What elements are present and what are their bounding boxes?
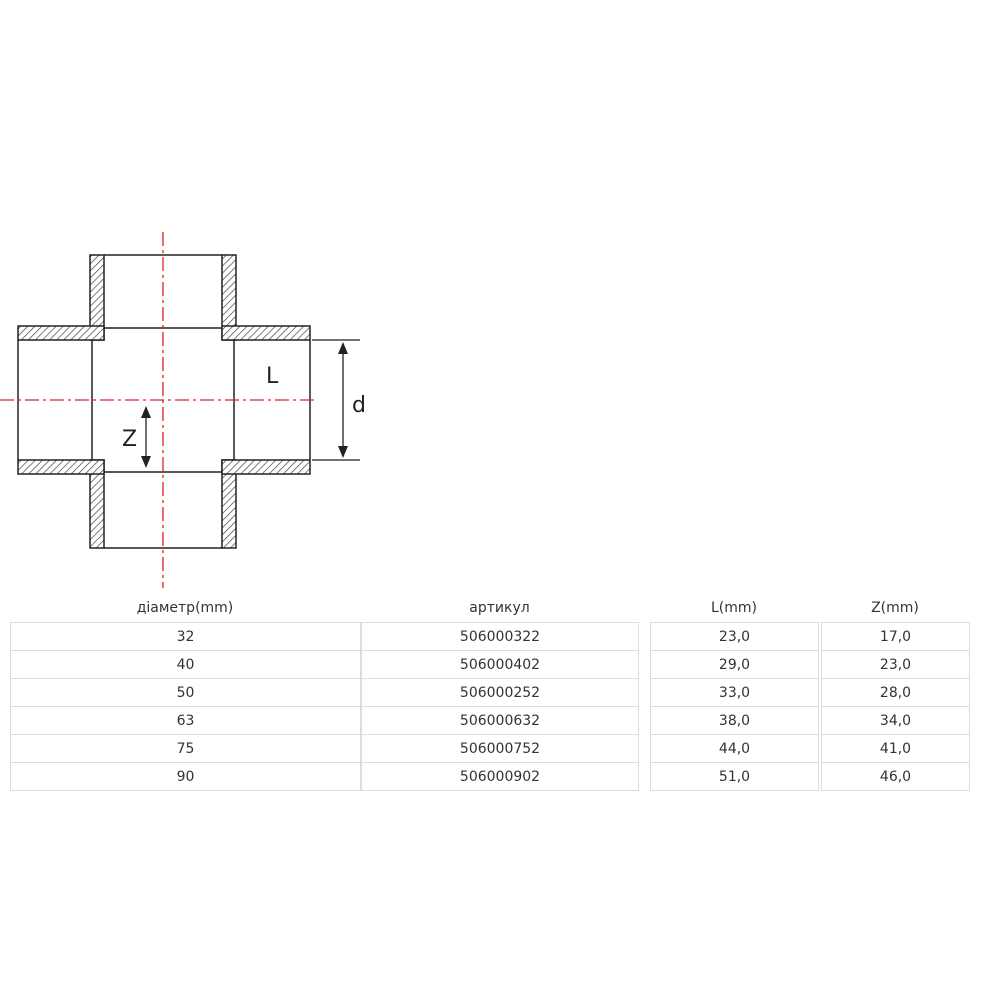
header-l: L(mm) (711, 600, 757, 616)
dimension-z (141, 406, 151, 468)
table-cell: 44,0 (651, 735, 819, 763)
column-article: 506000322 506000402 506000252 506000632 … (361, 622, 639, 791)
arrow-up-icon (338, 342, 348, 354)
table-cell: 29,0 (651, 651, 819, 679)
table-cell: 40 (11, 651, 361, 679)
table-cell: 50 (11, 679, 361, 707)
table-cell: 28,0 (822, 679, 970, 707)
left-branch-top-wall (17, 325, 105, 341)
column-diameter: 32 40 50 63 75 90 (10, 622, 361, 791)
table-cell: 46,0 (822, 763, 970, 791)
table-cell: 75 (11, 735, 361, 763)
centerlines (0, 232, 318, 588)
label-l: L (266, 364, 279, 389)
column-l: 23,0 29,0 33,0 38,0 44,0 51,0 (650, 622, 819, 791)
table-cell: 63 (11, 707, 361, 735)
right-branch-bottom-wall (221, 459, 311, 475)
label-z: Z (122, 427, 137, 452)
dimension-d (312, 339, 360, 461)
table-cell: 506000322 (362, 623, 639, 651)
column-z: 17,0 23,0 28,0 34,0 41,0 46,0 (821, 622, 970, 791)
right-branch-top-wall (221, 325, 311, 341)
label-d: d (352, 393, 366, 418)
header-z: Z(mm) (871, 600, 919, 616)
table-cell: 51,0 (651, 763, 819, 791)
fitting-inner-lines (17, 254, 311, 549)
table-cell: 506000752 (362, 735, 639, 763)
arrow-up-icon (141, 406, 151, 418)
left-branch-bottom-wall (17, 459, 105, 475)
table-cell: 32 (11, 623, 361, 651)
fitting-walls (17, 254, 311, 549)
table-cell: 506000402 (362, 651, 639, 679)
table-cell: 506000252 (362, 679, 639, 707)
table-cell: 506000902 (362, 763, 639, 791)
table-cell: 23,0 (822, 651, 970, 679)
table-cell: 41,0 (822, 735, 970, 763)
header-article: артикул (469, 600, 530, 616)
table-cell: 17,0 (822, 623, 970, 651)
table-cell: 506000632 (362, 707, 639, 735)
arrow-down-icon (141, 456, 151, 468)
table-cell: 90 (11, 763, 361, 791)
table-cell: 38,0 (651, 707, 819, 735)
table-cell: 34,0 (822, 707, 970, 735)
arrow-down-icon (338, 446, 348, 458)
cross-fitting-drawing: L Z d (0, 232, 366, 588)
table-cell: 23,0 (651, 623, 819, 651)
header-diameter: діаметр(mm) (136, 600, 234, 616)
table-cell: 33,0 (651, 679, 819, 707)
